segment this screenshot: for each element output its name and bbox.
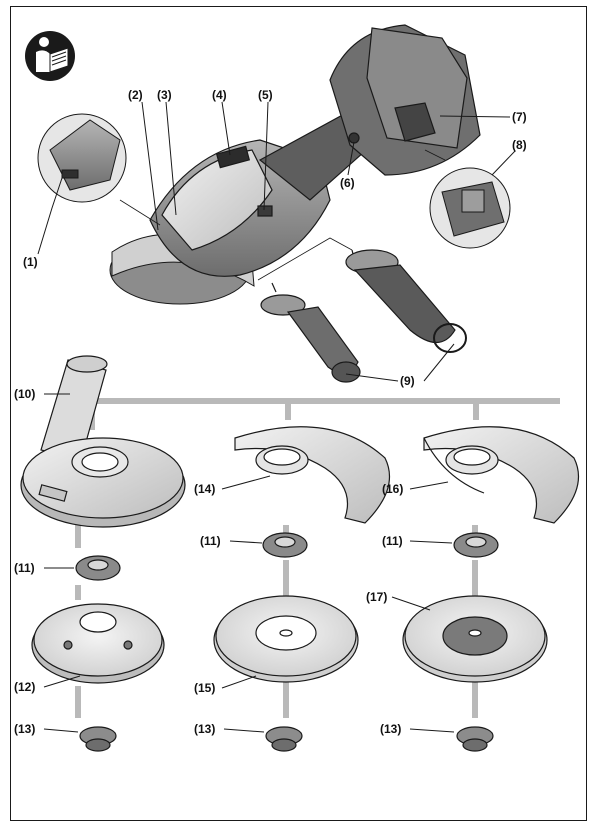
detail-battery-release-circle <box>424 149 511 249</box>
grinding-disc-15 <box>213 595 359 683</box>
callout-11-left: (11) <box>14 561 35 575</box>
clamping-nuts <box>79 726 494 752</box>
callout-13-left: (13) <box>14 722 36 736</box>
callout-3: (3) <box>157 88 172 102</box>
callout-16: (16) <box>382 482 404 496</box>
callout-13-right: (13) <box>380 722 402 736</box>
callout-15: (15) <box>194 681 216 695</box>
callout-12: (12) <box>14 680 36 694</box>
dust-extraction-guard <box>20 355 186 528</box>
mounting-flanges <box>75 532 499 581</box>
diamond-cup-wheel <box>31 603 165 684</box>
leader-lines <box>37 101 516 733</box>
cutting-disc-17 <box>402 595 548 683</box>
callout-13-middle: (13) <box>194 722 216 736</box>
callout-11-right: (11) <box>382 534 403 548</box>
callout-2: (2) <box>128 88 143 102</box>
callout-1: (1) <box>23 255 38 269</box>
callout-11-middle: (11) <box>200 534 221 548</box>
callout-6: (6) <box>340 176 355 190</box>
read-manual-icon <box>25 31 75 81</box>
callout-8: (8) <box>512 138 527 152</box>
protection-guard-14 <box>234 426 391 524</box>
detail-switch-circle <box>37 113 161 226</box>
callout-7: (7) <box>512 110 527 124</box>
callout-9: (9) <box>400 374 415 388</box>
callout-17: (17) <box>366 590 388 604</box>
callout-10: (10) <box>14 387 36 401</box>
callout-5: (5) <box>258 88 273 102</box>
callout-14: (14) <box>194 482 216 496</box>
grinder-body <box>149 24 481 277</box>
protection-guard-16 <box>423 426 580 524</box>
auxiliary-handles <box>257 237 467 383</box>
callout-4: (4) <box>212 88 227 102</box>
page-frame <box>10 6 587 821</box>
